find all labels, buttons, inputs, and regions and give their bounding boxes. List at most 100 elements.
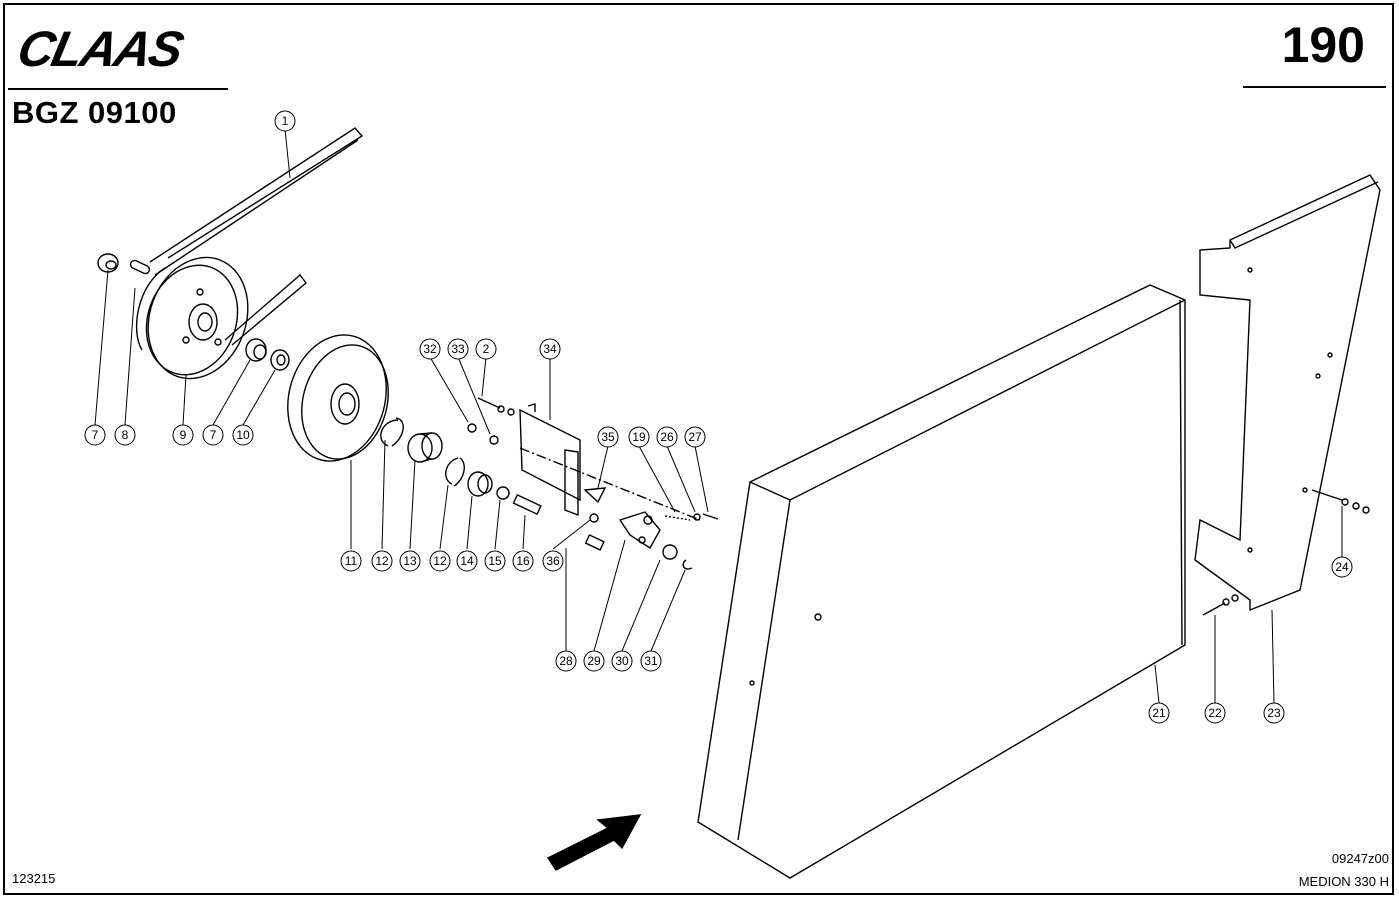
- bolt-22: [1202, 594, 1239, 616]
- side-panel-23: [1194, 174, 1381, 612]
- svg-text:21: 21: [1152, 706, 1166, 720]
- v-belt: [135, 127, 364, 351]
- callout-36: 36: [542, 550, 564, 572]
- svg-text:32: 32: [423, 342, 437, 356]
- callout-23: 23: [1263, 702, 1285, 724]
- bracket-34: [519, 403, 581, 517]
- document-code: BGZ 09100: [12, 95, 177, 130]
- callout-2: 2: [475, 338, 497, 360]
- callout-31: 31: [640, 650, 662, 672]
- callout-12a: 12: [371, 550, 393, 572]
- clip-31: [682, 559, 693, 570]
- callout-29: 29: [583, 650, 605, 672]
- direction-arrow: [546, 814, 642, 871]
- svg-text:14: 14: [460, 554, 474, 568]
- svg-text:26: 26: [660, 430, 674, 444]
- callout-27: 27: [684, 426, 706, 448]
- svg-text:27: 27: [688, 430, 702, 444]
- svg-text:12: 12: [433, 554, 447, 568]
- callout-19: 19: [628, 426, 650, 448]
- svg-text:12: 12: [375, 554, 389, 568]
- callout-33: 33: [447, 338, 469, 360]
- pulley-9: [145, 256, 249, 380]
- header-rule-right: [1243, 86, 1386, 88]
- svg-text:33: 33: [451, 342, 465, 356]
- assembly-axis: [519, 447, 701, 521]
- svg-text:23: 23: [1267, 706, 1281, 720]
- callout-21: 21: [1148, 702, 1170, 724]
- svg-text:CLAAS: CLAAS: [14, 24, 189, 72]
- bolt-2: [477, 397, 515, 416]
- svg-text:8: 8: [122, 428, 129, 442]
- washer-15: [496, 486, 510, 500]
- callout-13: 13: [399, 550, 421, 572]
- callout-32: 32: [419, 338, 441, 360]
- callout-34: 34: [539, 338, 561, 360]
- svg-text:30: 30: [615, 654, 629, 668]
- washer-33: [489, 435, 499, 445]
- bushing-7: [245, 338, 267, 362]
- svg-text:2: 2: [483, 342, 490, 356]
- lever-29: [618, 511, 661, 549]
- callout-24: 24: [1331, 556, 1353, 578]
- callout-10: 10: [232, 424, 254, 446]
- callout-22: 22: [1204, 702, 1226, 724]
- svg-text:36: 36: [546, 554, 560, 568]
- svg-text:22: 22: [1208, 706, 1222, 720]
- svg-text:15: 15: [488, 554, 502, 568]
- page-border: [3, 3, 1394, 895]
- callout-16: 16: [512, 550, 534, 572]
- spring-19: [664, 515, 691, 521]
- washer-10: [270, 349, 290, 371]
- svg-text:34: 34: [543, 342, 557, 356]
- svg-text:16: 16: [516, 554, 530, 568]
- nut-36: [589, 513, 599, 523]
- bushing-30: [662, 544, 678, 560]
- svg-text:11: 11: [345, 554, 358, 568]
- circlip-12b: [445, 457, 465, 487]
- callout-28: 28: [555, 650, 577, 672]
- callout-11: 11: [340, 550, 362, 572]
- cone-35: [583, 487, 607, 504]
- svg-text:19: 19: [632, 430, 646, 444]
- pulley-11: [287, 334, 389, 462]
- svg-text:31: 31: [644, 654, 658, 668]
- callout-30: 30: [611, 650, 633, 672]
- key-8: [129, 259, 151, 275]
- callout-26: 26: [656, 426, 678, 448]
- svg-text:10: 10: [236, 428, 250, 442]
- pin-28: [584, 534, 605, 551]
- callout-1: 1: [274, 110, 296, 132]
- callout-8: 8: [114, 424, 136, 446]
- callout-12b: 12: [429, 550, 451, 572]
- svg-text:35: 35: [601, 430, 615, 444]
- bolt-24: [1311, 489, 1370, 514]
- footer-left-code: 123215: [12, 871, 56, 886]
- callout-35: 35: [597, 426, 619, 448]
- svg-text:28: 28: [559, 654, 573, 668]
- svg-text:29: 29: [587, 654, 601, 668]
- svg-text:1: 1: [282, 114, 289, 128]
- callout-7b: 7: [202, 424, 224, 446]
- page-number: 190: [1281, 17, 1365, 73]
- machine-model: MEDION 330 H: [1298, 874, 1389, 889]
- callout-14: 14: [456, 550, 478, 572]
- footer-right: 09247z00 MEDION 330 H: [1299, 847, 1389, 893]
- leader-lines: [94, 128, 1343, 704]
- svg-text:24: 24: [1335, 560, 1349, 574]
- bearing-13: [407, 432, 443, 463]
- spacer-14: [467, 471, 493, 497]
- callout-15: 15: [484, 550, 506, 572]
- svg-text:7: 7: [92, 428, 99, 442]
- drawing-code: 09247z00: [1331, 851, 1389, 866]
- svg-text:9: 9: [180, 428, 187, 442]
- bolt-16: [512, 494, 542, 516]
- cover-plate-21: [697, 284, 1186, 879]
- pin-27: [702, 513, 719, 520]
- svg-text:7: 7: [210, 428, 217, 442]
- header-rule-left: [8, 88, 228, 90]
- callout-9: 9: [172, 424, 194, 446]
- callout-7a: 7: [84, 424, 106, 446]
- nut-32: [467, 423, 477, 433]
